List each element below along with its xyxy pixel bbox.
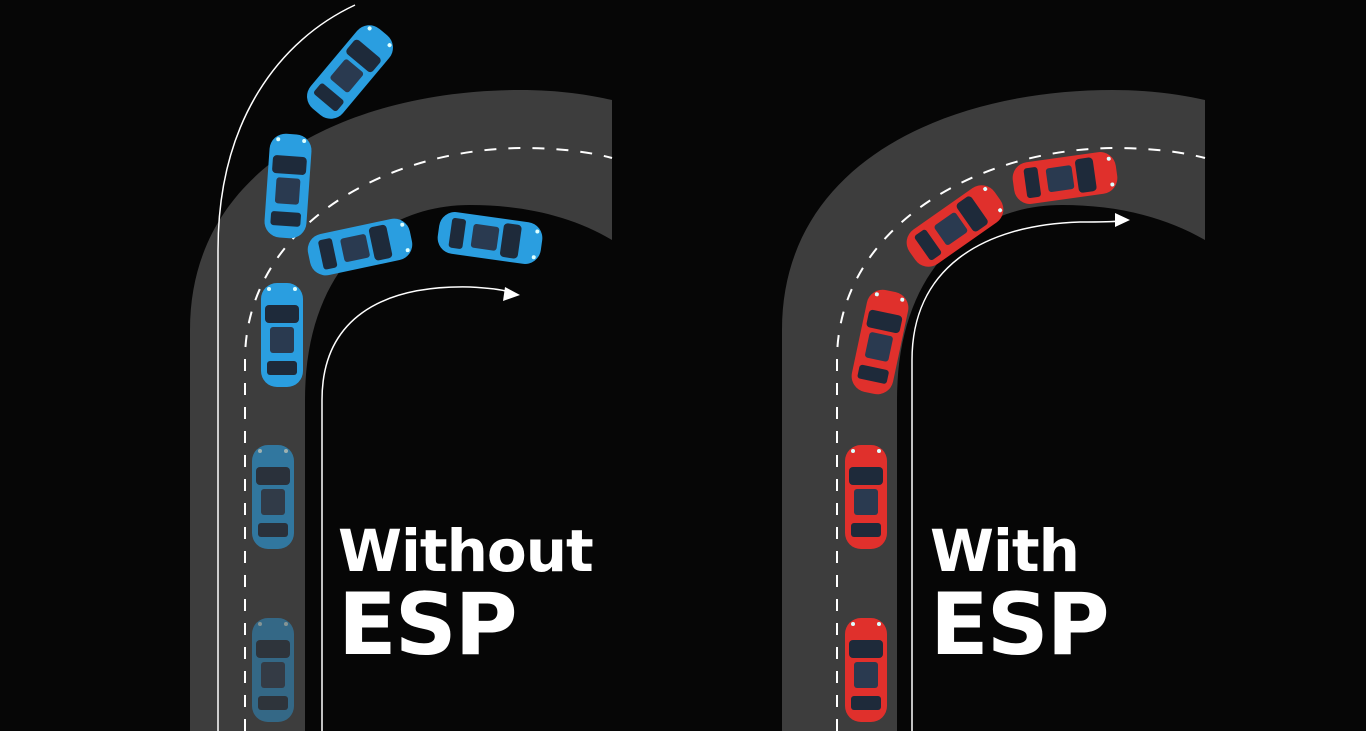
esp-label-left: ESP <box>338 575 518 675</box>
arrowhead-icon <box>503 287 520 301</box>
blue-car <box>435 209 545 267</box>
intended-path-arrow <box>321 286 513 731</box>
left-panel-road <box>190 90 613 731</box>
with-label: With <box>930 517 1080 585</box>
arrowhead-icon <box>1115 213 1130 227</box>
blue-car <box>261 283 303 387</box>
skid-path-line <box>217 4 356 731</box>
blue-car-faded <box>252 445 294 549</box>
blue-car-faded <box>252 618 294 722</box>
blue-car <box>263 132 313 240</box>
right-panel-road <box>782 90 1206 731</box>
red-car <box>845 445 887 549</box>
without-label: Without <box>338 517 594 585</box>
path-arrow <box>911 220 1121 731</box>
red-car <box>845 618 887 722</box>
esp-label-right: ESP <box>930 575 1110 675</box>
